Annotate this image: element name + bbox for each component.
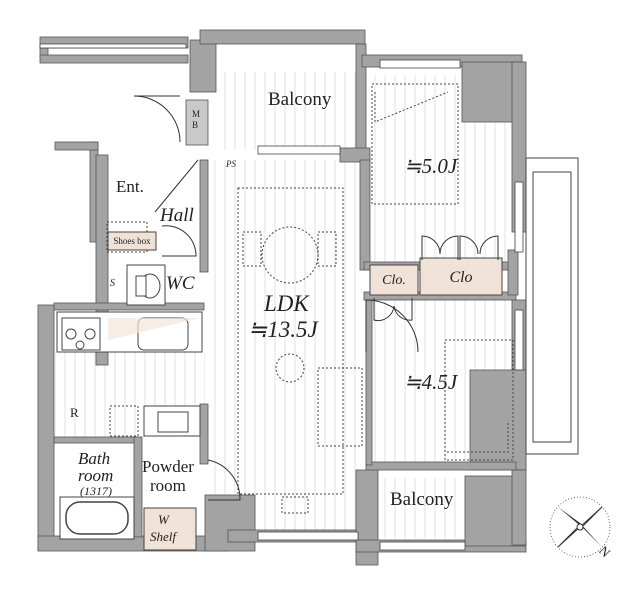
balcony-top-label: Balcony [268,89,332,110]
windows [39,43,524,551]
toilet [126,264,166,306]
powder-label-1: Powder [142,457,194,476]
storage-fills [107,231,503,551]
kitchen-counter [56,311,203,353]
refrigerator-label: R [70,405,79,420]
slop-sink-label: S [110,278,115,289]
closet-left-label: Clo. [382,273,406,288]
washer-label: W [158,512,169,527]
pipe-space-label: PS [226,159,236,169]
meter-box-label-2: B [192,120,199,130]
stove-icon [61,317,101,351]
entrance-label: Ent. [116,177,144,196]
bath-label-1: Bath [78,449,111,468]
shelf-label: Shelf [150,529,176,544]
side-balcony-rail [525,157,579,455]
bath-size: (1317) [80,484,112,498]
vanity-sink [143,405,201,437]
bath-label-2: room [78,466,114,485]
balcony-top-floor [218,72,356,150]
balcony-bottom-label: Balcony [390,489,454,510]
western-room-bottom-size: ≒4.5J [404,370,458,394]
bathtub [59,496,135,540]
western-room-top-size: ≒5.0J [404,154,458,178]
hall-label: Hall [160,205,194,226]
closet-right-label: Clo [449,268,473,286]
swing-doors [133,95,419,501]
ldk-size: ≒13.5J [248,317,318,342]
wc-label: WC [166,273,195,294]
ldk-floor [207,160,364,532]
walls [37,29,527,566]
shoes-box-label: Shoes box [113,236,151,246]
compass-icon [549,496,611,558]
ldk-name: LDK [264,291,309,316]
meter-box-label-1: M [192,109,201,119]
powder-label-2: room [150,476,186,495]
